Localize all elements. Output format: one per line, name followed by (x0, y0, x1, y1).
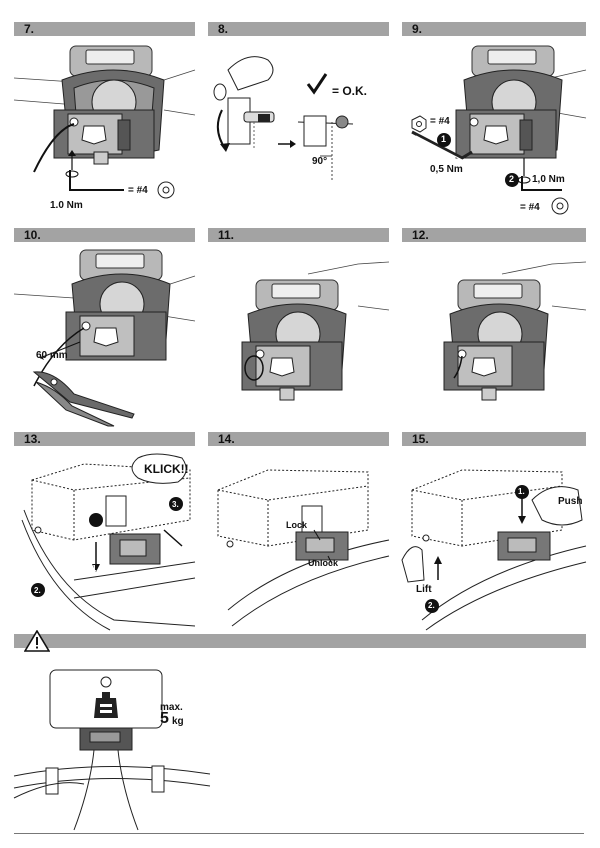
warning-weight-unit: kg (172, 716, 184, 727)
max-load-drawing (13, 669, 211, 831)
step-13-number-1: 1. (92, 564, 99, 573)
step-7-number: 7. (24, 22, 35, 36)
step-9-header: 9. (402, 22, 586, 36)
step-14-number: 14. (218, 432, 235, 446)
step-9-number: 9. (412, 22, 423, 36)
step-8-number: 8. (218, 22, 229, 36)
step-15-number: 15. (412, 432, 429, 446)
step-14-illustration: Lock Unlock (208, 450, 390, 630)
bracket-mount-drawing (13, 45, 196, 199)
cable-cut-drawing (13, 249, 196, 427)
step-10-length-label: 60 mm (36, 350, 68, 361)
step-8-angle-label: 90° (312, 156, 328, 167)
step-12-number: 12. (412, 228, 429, 242)
step-13-header: 13. (14, 432, 195, 446)
warning-triangle-icon (24, 630, 50, 652)
step-10-illustration: 60 mm (13, 246, 196, 427)
step-8-header: 8. (208, 22, 389, 36)
hand-rotation-drawing (213, 56, 354, 180)
bracket-tighten-drawing (411, 45, 587, 215)
step-15-number-1: 1. (518, 487, 525, 496)
warning-max-label: max. (160, 702, 183, 713)
step-9-number-2: 2 (509, 174, 515, 184)
step-8-ok-label: = O.K. (332, 84, 368, 98)
cable-routed-drawing (443, 261, 587, 401)
step-12-illustration (402, 246, 587, 426)
step-7-header: 7. (14, 22, 195, 36)
bag-lock-drawing (217, 469, 390, 627)
step-11-header: 11. (208, 228, 389, 242)
step-13-number-3: 3. (172, 500, 179, 509)
step-13-number-2: 2. (34, 586, 41, 595)
step-15-number-2: 2. (428, 601, 435, 610)
step-9-washer-top-label: = #4 (430, 116, 450, 127)
warning-weight-value: 5 (160, 710, 169, 727)
step-9-torque-2-label: 1,0 Nm (532, 174, 565, 185)
step-11-number: 11. (218, 228, 235, 242)
step-13-klick-label: KLICK!! (144, 462, 189, 476)
warning-illustration: max. 5 kg (13, 658, 214, 831)
step-12-header: 12. (402, 228, 586, 242)
step-11-illustration (208, 246, 390, 426)
warning-header (14, 630, 586, 652)
step-13-number: 13. (24, 432, 41, 446)
bag-attach-drawing (21, 453, 196, 631)
step-9-torque-1-label: 0,5 Nm (430, 164, 463, 175)
step-9-washer-bottom-label: = #4 (520, 202, 540, 213)
cable-loop-drawing (241, 261, 390, 401)
step-14-lock-label: Lock (286, 520, 308, 530)
step-14-unlock-label: Unlock (308, 558, 339, 568)
step-10-number: 10. (24, 228, 41, 242)
step-7-washer-label: = #4 (128, 185, 148, 196)
step-7-illustration: 1.0 Nm = #4 (13, 40, 196, 220)
footer-rule (14, 833, 584, 834)
step-9-number-1: 1 (441, 134, 447, 144)
step-15-push-label: Push (558, 496, 583, 507)
step-15-header: 15. (402, 432, 586, 446)
step-8-illustration: = O.K. 90° (208, 40, 389, 220)
step-15-lift-label: Lift (416, 584, 432, 595)
step-7-torque-label: 1.0 Nm (50, 200, 83, 211)
step-13-illustration: KLICK!! 1. 2. 3. (14, 450, 196, 631)
step-9-illustration: = #4 1 0,5 Nm 2 1,0 Nm = #4 (402, 40, 587, 220)
step-15-illustration: Push Lift 1. 2. (401, 450, 587, 631)
step-14-header: 14. (208, 432, 389, 446)
bag-release-drawing (401, 469, 587, 631)
step-10-header: 10. (14, 228, 195, 242)
